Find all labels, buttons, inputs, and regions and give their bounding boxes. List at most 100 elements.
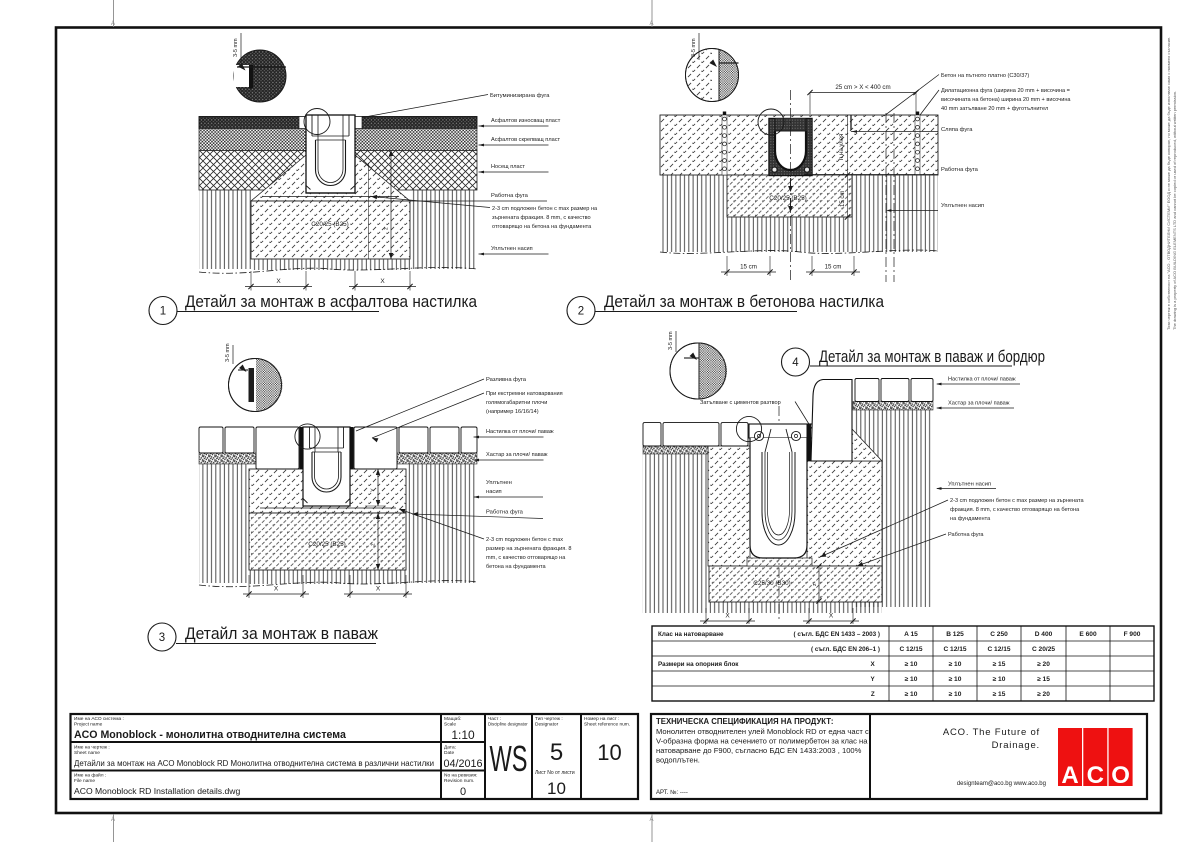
svg-text:фракция. 8 mm, с качество отго: фракция. 8 mm, с качество отговарящо на … — [950, 507, 1080, 513]
svg-text:( съгл. БДС EN 206–1 ): ( съгл. БДС EN 206–1 ) — [811, 646, 880, 653]
svg-text:C20/25 (B25): C20/25 (B25) — [308, 541, 345, 548]
svg-text:Дилатационна фуга (ширина 20 m: Дилатационна фуга (ширина 20 mm + височи… — [941, 88, 1070, 94]
svg-text:≥ 10: ≥ 10 — [993, 676, 1006, 683]
svg-text:C 20/25: C 20/25 — [1032, 646, 1055, 653]
svg-text:Битуминизирана фуга: Битуминизирана фуга — [490, 93, 550, 99]
svg-text:2-3 cm подложен бетон с max ра: 2-3 cm подложен бетон с max размер на зъ… — [950, 498, 1085, 504]
svg-text:≥ 20: ≥ 20 — [1037, 691, 1050, 698]
svg-text:Настилка от плочи/ паваж: Настилка от плочи/ паваж — [486, 429, 554, 435]
svg-text:3-5 mm: 3-5 mm — [233, 38, 239, 57]
svg-text:X: X — [376, 586, 381, 593]
svg-text:2: 2 — [578, 306, 584, 318]
svg-text:≥ 15: ≥ 15 — [993, 661, 1006, 668]
svg-text:C20/25 (B25): C20/25 (B25) — [311, 221, 348, 228]
svg-text:C20/25 (B25): C20/25 (B25) — [769, 195, 806, 202]
svg-text:Designator: Designator — [535, 722, 559, 728]
svg-text:Номер на лист :: Номер на лист : — [584, 716, 620, 722]
svg-text:Дата:: Дата: — [444, 745, 456, 751]
svg-text:отговарящо на бетона на фундам: отговарящо на бетона на фундамента — [492, 224, 592, 230]
svg-text:Уплътнен насип: Уплътнен насип — [491, 246, 533, 252]
svg-text:Лист No от листи: Лист No от листи — [535, 770, 575, 776]
svg-text:Този чертеж е собственост на ": Този чертеж е собственост на "АСО - ОТВО… — [1166, 37, 1171, 330]
svg-text:25 cm > X < 400 cm: 25 cm > X < 400 cm — [835, 84, 890, 91]
svg-text:Работна фуга: Работна фуга — [948, 532, 984, 538]
svg-text:z: z — [371, 543, 377, 546]
svg-text:Date: Date — [444, 750, 454, 756]
svg-text:0: 0 — [460, 786, 466, 798]
svg-text:Уплътнен насип: Уплътнен насип — [941, 203, 984, 209]
svg-text:X: X — [276, 278, 281, 285]
svg-text:Scale: Scale — [444, 722, 456, 728]
svg-text:C 12/15: C 12/15 — [943, 646, 966, 653]
svg-text:1:10: 1:10 — [451, 728, 475, 742]
svg-text:Част :: Част : — [488, 716, 501, 722]
svg-text:mm, с качество отговарящо на: mm, с качество отговарящо на — [486, 555, 566, 561]
svg-text:Discipline designator: Discipline designator — [488, 722, 528, 727]
svg-text:ACO. The Future of: ACO. The Future of — [943, 727, 1040, 738]
svg-text:A: A — [650, 817, 654, 823]
svg-text:A: A — [650, 21, 654, 27]
svg-text:(например 16/16/14): (например 16/16/14) — [486, 409, 539, 415]
svg-text:h на улея: h на улея — [839, 134, 845, 160]
svg-text:5: 5 — [550, 739, 563, 766]
svg-text:Работна фуга: Работна фуга — [941, 167, 979, 173]
svg-text:Y: Y — [371, 488, 377, 492]
svg-text:Размери на опорния блок: Размери на опорния блок — [658, 660, 739, 668]
svg-text:Затълване с циментов разтвор: Затълване с циментов разтвор — [700, 400, 781, 406]
svg-text:ACO Monoblock - монолитна отво: ACO Monoblock - монолитна отводнителна с… — [74, 729, 346, 741]
svg-text:10: 10 — [597, 740, 621, 765]
svg-text:X: X — [725, 613, 730, 620]
svg-text:3: 3 — [159, 632, 165, 644]
svg-text:Уплътнен насип: Уплътнен насип — [948, 482, 991, 488]
svg-text:Drainage.: Drainage. — [992, 740, 1040, 751]
svg-text:Бетон на пътното платно (C30/3: Бетон на пътното платно (C30/37) — [941, 73, 1029, 79]
svg-text:Име на чертеж :: Име на чертеж : — [74, 745, 110, 751]
svg-text:D 400: D 400 — [1035, 631, 1053, 638]
svg-text:≥ 10: ≥ 10 — [949, 691, 962, 698]
svg-text:Клас на натоварване: Клас на натоварване — [658, 631, 724, 638]
svg-text:≥ 10: ≥ 10 — [905, 691, 918, 698]
svg-text:на фундамента: на фундамента — [950, 516, 991, 522]
svg-text:Сляпа фуга: Сляпа фуга — [941, 127, 973, 133]
svg-text:X: X — [829, 613, 834, 620]
svg-text:Sheet reference num.: Sheet reference num. — [584, 722, 630, 728]
svg-text:40 mm затълване 20 mm + фуготъ: 40 mm затълване 20 mm + фуготълнител — [941, 106, 1048, 112]
svg-text:A: A — [111, 817, 115, 823]
svg-text:( съгл. БДС EN 1433 – 2003 ): ( съгл. БДС EN 1433 – 2003 ) — [794, 631, 881, 638]
svg-text:Асфалтов износващ пласт: Асфалтов износващ пласт — [491, 118, 561, 124]
svg-text:Разливна фуга: Разливна фуга — [486, 377, 527, 383]
svg-text:височината на бетона) ширина 2: височината на бетона) ширина 20 mm + вис… — [941, 97, 1071, 103]
svg-text:голямогабаритни плочи: голямогабаритни плочи — [486, 400, 547, 406]
svg-text:АРТ. №: ----: АРТ. №: ---- — [656, 789, 688, 796]
svg-text:≥ 15: ≥ 15 — [1037, 676, 1050, 683]
svg-text:15 cm: 15 cm — [825, 264, 842, 271]
svg-text:z: z — [812, 583, 818, 586]
svg-text:The drawing is a property of A: The drawing is a property of ACO BUILDIN… — [1172, 91, 1177, 330]
svg-text:WS: WS — [490, 738, 528, 779]
svg-text:No на ревизия:: No на ревизия: — [444, 773, 478, 779]
svg-text:1: 1 — [160, 306, 166, 318]
svg-text:designteam@aco.bg www.aco.bg: designteam@aco.bg www.aco.bg — [957, 781, 1046, 787]
svg-text:04/2016: 04/2016 — [444, 758, 483, 770]
svg-text:натоварване до F900, съгласно: натоварване до F900, съгласно БДС EN 143… — [656, 746, 862, 755]
svg-text:Мащаб:: Мащаб: — [444, 716, 461, 722]
svg-text:B 125: B 125 — [946, 631, 964, 638]
svg-text:4: 4 — [792, 357, 799, 369]
svg-text:3-5 mm: 3-5 mm — [691, 38, 697, 57]
svg-text:E 600: E 600 — [1079, 631, 1097, 638]
svg-text:Project name: Project name — [74, 722, 103, 728]
svg-text:≥ 15: ≥ 15 — [993, 691, 1006, 698]
svg-text:ТЕХНИЧЕСКА СПЕЦИФИКАЦИЯ НА ПРО: ТЕХНИЧЕСКА СПЕЦИФИКАЦИЯ НА ПРОДУКТ: — [656, 717, 834, 726]
svg-text:Детайл за монтаж в бетонова на: Детайл за монтаж в бетонова настилка — [604, 293, 885, 311]
svg-text:X: X — [274, 586, 279, 593]
svg-text:Асфалтов скрепващ пласт: Асфалтов скрепващ пласт — [491, 137, 561, 143]
svg-text:Sheet name: Sheet name — [74, 750, 100, 756]
svg-text:Уплътнен: Уплътнен — [486, 480, 512, 486]
svg-text:10: 10 — [547, 779, 566, 798]
svg-text:насип: насип — [486, 489, 502, 495]
svg-text:15 cm: 15 cm — [840, 191, 846, 207]
svg-text:≥ 10: ≥ 10 — [949, 676, 962, 683]
svg-text:C 12/15: C 12/15 — [899, 646, 922, 653]
svg-text:водоплътен.: водоплътен. — [656, 756, 700, 765]
svg-text:Детайл за монтаж в паваж: Детайл за монтаж в паваж — [185, 625, 378, 643]
